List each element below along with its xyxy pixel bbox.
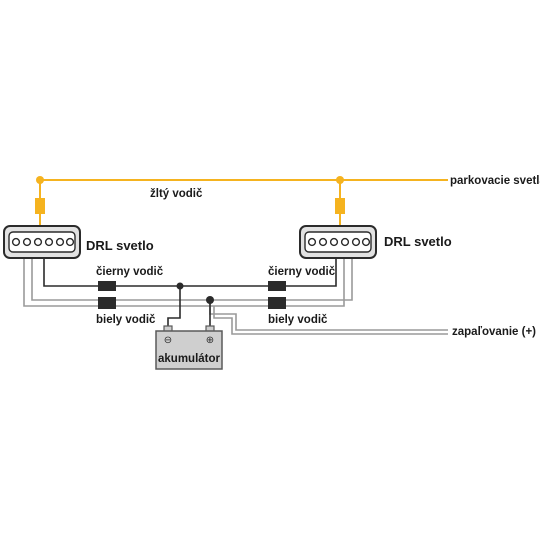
white-wires: [23, 256, 448, 335]
drl-left-label: DRL svetlo: [86, 238, 154, 253]
led-icon: [44, 237, 54, 247]
led-icon: [55, 237, 65, 247]
battery-plus-icon: ⊕: [206, 335, 214, 346]
ignition-label: zapaľovanie (+): [452, 326, 536, 338]
white-wire-right-label: biely vodič: [268, 314, 328, 326]
black-wire-left-label: čierny vodič: [96, 266, 164, 278]
black-wire-right-label: čierny vodič: [268, 266, 336, 278]
led-icon: [329, 237, 339, 247]
drl-lamp-right: [299, 225, 377, 259]
black-wire-connector-left: [98, 281, 116, 291]
led-icon: [33, 237, 43, 247]
led-icon: [65, 237, 75, 247]
led-icon: [318, 237, 328, 247]
white-wire-left-label: biely vodič: [96, 314, 156, 326]
black-junction: [176, 282, 184, 290]
led-icon: [351, 237, 361, 247]
parking-lights-label: parkovacie svetlá (+): [450, 175, 540, 187]
led-icon: [361, 237, 371, 247]
white-wire-connector-left: [98, 297, 116, 309]
battery-minus-icon: ⊖: [164, 335, 172, 346]
yellow-fuse-right: [335, 198, 345, 214]
yellow-wire: [35, 176, 448, 228]
led-icon: [11, 237, 21, 247]
led-icon: [340, 237, 350, 247]
black-wires: [43, 256, 337, 328]
battery-label: akumulátor: [158, 353, 221, 365]
yellow-wire-label: žltý vodič: [150, 188, 203, 200]
white-junction: [206, 296, 214, 304]
drl-right-label: DRL svetlo: [384, 234, 452, 249]
yellow-fuse-left: [35, 198, 45, 214]
yellow-junction-left: [36, 176, 44, 184]
black-wire-connector-right: [268, 281, 286, 291]
yellow-junction-right: [336, 176, 344, 184]
led-icon: [307, 237, 317, 247]
led-icon: [22, 237, 32, 247]
drl-lamp-left: [3, 225, 81, 259]
battery: ⊖ ⊕ akumulátor: [155, 325, 223, 370]
white-wire-connector-right: [268, 297, 286, 309]
